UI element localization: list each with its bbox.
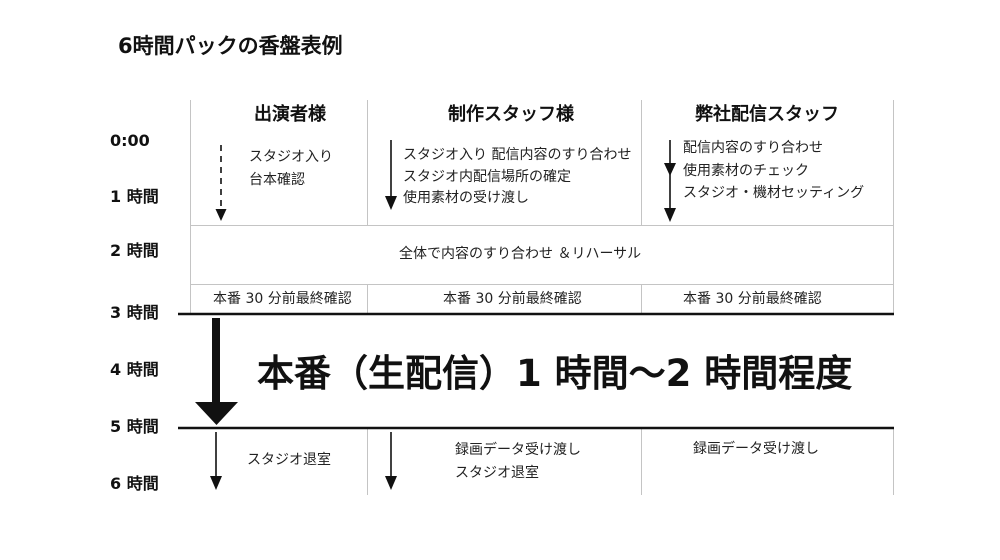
time-label-start: 0:00 [110,131,150,150]
production-prep-arrowhead [385,196,397,210]
time-label-4h: 4 時間 [110,360,159,379]
performers-task: 台本確認 [249,172,305,188]
rehearsal-row-text: 全体で内容のすり合わせ ＆リハーサル [399,246,642,262]
performers-after-arrowhead [210,476,222,490]
production-task: スタジオ入り 配信内容のすり合わせ [403,147,632,163]
streaming-staff-after-task: 録画データ受け渡し [693,441,819,457]
time-label-3h: 3 時間 [110,303,159,322]
time-label-2h: 2 時間 [110,241,159,260]
streaming-staff-task: 配信内容のすり合わせ [683,140,823,156]
final-check-performers: 本番 30 分前最終確認 [213,291,352,307]
production-after-arrowhead [385,476,397,490]
time-label-6h: 6 時間 [110,474,159,493]
column-header-production-staff: 制作スタッフ様 [448,104,574,125]
performers-after-task: スタジオ退室 [247,452,331,468]
time-label-1h: 1 時間 [110,187,159,206]
streaming-staff-task: スタジオ・機材セッティング [683,185,865,201]
production-after-task: 録画データ受け渡し [455,442,581,458]
final-check-production-staff: 本番 30 分前最終確認 [443,291,582,307]
streaming-staff-mid-marker [664,163,676,176]
column-header-performers: 出演者様 [254,104,326,125]
final-check-streaming-staff: 本番 30 分前最終確認 [683,291,822,307]
production-after-task: スタジオ退室 [455,465,539,481]
live-arrow-shaft [212,318,220,404]
column-header-streaming-staff: 弊社配信スタッフ [695,104,839,125]
performers-task: スタジオ入り [249,149,333,165]
page-title: 6時間パックの香盤表例 [118,34,343,58]
streaming-staff-task: 使用素材のチェック [683,163,809,179]
performers-prep-arrowhead [215,209,227,221]
live-broadcast-label: 本番（生配信）1 時間～2 時間程度 [257,352,853,395]
production-task: スタジオ内配信場所の確定 [403,169,571,185]
production-task: 使用素材の受け渡し [403,190,529,206]
streaming-staff-prep-arrowhead [664,208,676,222]
time-label-5h: 5 時間 [110,417,159,436]
live-arrowhead [195,402,238,425]
